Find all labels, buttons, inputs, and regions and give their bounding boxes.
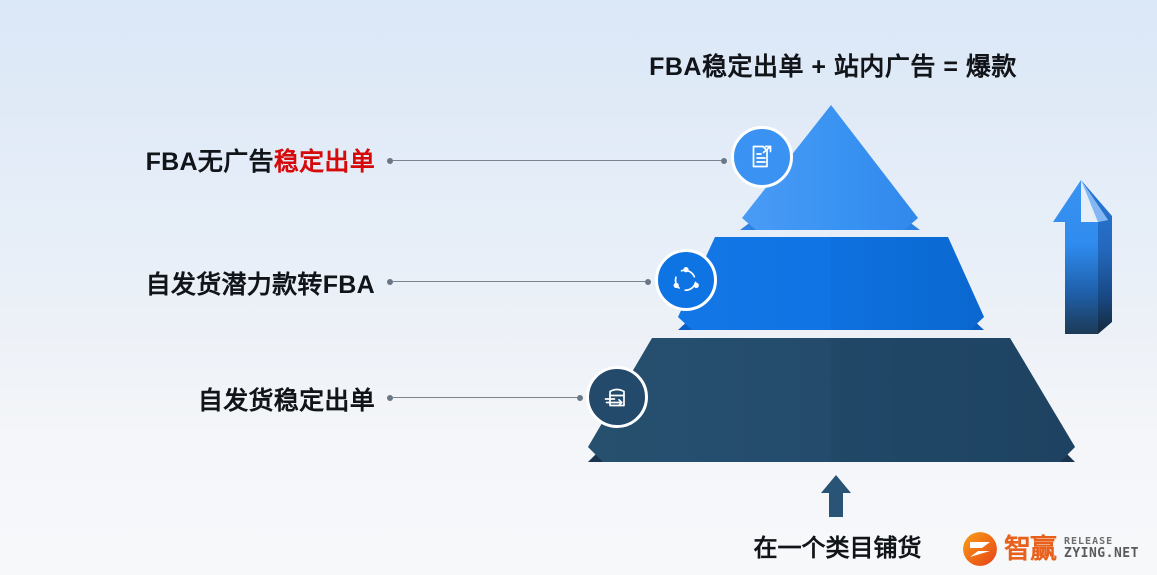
connector-line-bottom — [387, 393, 583, 402]
pyramid-tier-bottom — [588, 338, 1075, 462]
tier-label-bottom-prefix: 自发货稳定出单 — [197, 387, 375, 415]
brand-logo[interactable]: 智赢 RELEASE ZYING.NET — [963, 528, 1139, 570]
connector-stroke — [393, 397, 577, 398]
logo-release-text: RELEASE — [1064, 535, 1114, 547]
pyramid-tier-middle — [678, 237, 984, 330]
base-arrow-icon — [818, 474, 854, 518]
base-caption: 在一个类目铺货 — [753, 535, 922, 562]
connector-line-top — [387, 156, 727, 165]
connector-dot-end — [721, 157, 727, 164]
growth-arrow-icon — [1053, 172, 1131, 352]
logo-text-block: RELEASE ZYING.NET — [1064, 535, 1139, 562]
connector-dot-start — [387, 157, 393, 164]
tier-label-top-highlight: 稳定出单 — [273, 148, 375, 176]
connector-dot-end — [577, 394, 583, 401]
connector-stroke — [393, 160, 721, 161]
connector-line-middle — [387, 277, 651, 286]
connector-dot-end — [645, 278, 651, 285]
connector-dot-start — [387, 278, 393, 285]
connector-dot-start — [387, 394, 393, 401]
pyramid-tier-top — [740, 105, 920, 230]
tier-label-top-prefix: FBA无广告 — [145, 148, 274, 176]
tier-label-middle: 自发货潜力款转FBA — [60, 265, 375, 301]
logo-domain-text: ZYING.NET — [1064, 546, 1139, 562]
logo-mark-icon — [963, 532, 997, 566]
package-arrow-icon[interactable] — [586, 366, 648, 428]
page-title: FBA稳定出单 + 站内广告 = 爆款 — [649, 53, 1017, 81]
tier-label-middle-prefix: 自发货潜力款转FBA — [145, 271, 375, 299]
pyramid-diagram — [560, 90, 1100, 470]
tier-label-bottom: 自发货稳定出单 — [60, 381, 375, 417]
share-nodes-icon[interactable] — [655, 249, 717, 311]
tier-label-top: FBA无广告稳定出单 — [60, 142, 375, 178]
connector-stroke — [393, 281, 645, 282]
logo-name: 智赢 — [1004, 533, 1057, 564]
document-arrow-icon[interactable] — [731, 126, 793, 188]
